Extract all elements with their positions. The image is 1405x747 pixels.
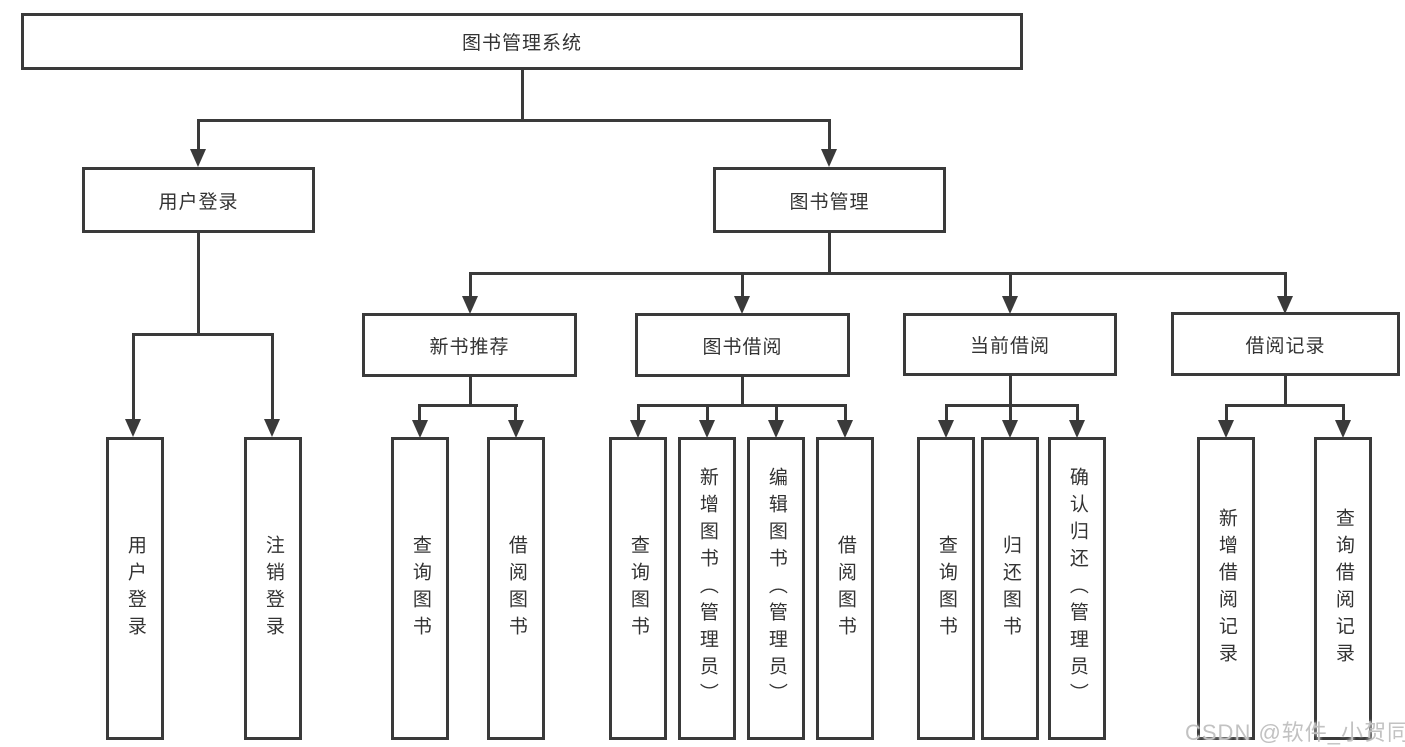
leaf-label: 新增借阅记录 <box>1215 507 1237 670</box>
arrow-down-icon <box>630 420 646 438</box>
arrow-down-icon <box>412 420 428 438</box>
leaf-query-borrow-record: 查询借阅记录 <box>1314 437 1372 740</box>
connector-current-borrow-down <box>1009 376 1012 407</box>
csdn-watermark: CSDN @软件_小贺同学 <box>1185 720 1405 745</box>
node-user-login: 用户登录 <box>82 167 315 233</box>
leaf-query-books-newbooks: 查询图书 <box>391 437 449 740</box>
connector-level3-rail <box>469 272 1287 275</box>
arrow-down-icon <box>264 419 280 437</box>
connector-leaf-stem <box>514 404 517 422</box>
arrow-down-icon <box>190 149 206 167</box>
connector-book-borrow-rail <box>637 404 847 407</box>
leaf-label: 借阅图书 <box>505 534 527 643</box>
connector-borrow-records-rail <box>1225 404 1345 407</box>
node-current-borrow-label: 当前借阅 <box>969 336 1050 357</box>
leaf-logout: 注销登录 <box>244 437 302 740</box>
arrow-down-icon <box>734 296 750 314</box>
connector-leaf-stem <box>844 404 847 422</box>
connector-leaf-stem <box>1342 404 1345 422</box>
leaf-label: 编辑图书（管理员） <box>765 467 787 710</box>
connector-leaf-stem <box>1225 404 1228 422</box>
connector-leaf-stem <box>132 333 135 421</box>
node-new-books-label: 新书推荐 <box>429 336 510 358</box>
leaf-label: 确认归还（管理员） <box>1066 467 1088 710</box>
connector-leaf-stem <box>706 404 709 422</box>
connector-current-borrow-stem <box>1009 272 1012 297</box>
connector-leaf-stem <box>945 404 948 422</box>
arrow-down-icon <box>768 420 784 438</box>
connector-book-mgmt-down <box>828 233 831 275</box>
node-book-borrow: 图书借阅 <box>635 313 850 377</box>
node-new-books: 新书推荐 <box>362 313 577 377</box>
leaf-label: 注销登录 <box>262 534 284 643</box>
arrow-down-icon <box>1335 420 1351 438</box>
leaf-label: 查询图书 <box>627 534 649 643</box>
connector-new-books-stem <box>469 272 472 297</box>
connector-leaf-stem <box>637 404 640 422</box>
connector-user-login-down <box>197 233 200 336</box>
arrow-down-icon <box>837 420 853 438</box>
leaf-add-books-admin: 新增图书（管理员） <box>678 437 736 740</box>
connector-leaf-stem <box>775 404 778 422</box>
connector-leaf-stem <box>271 333 274 421</box>
node-current-borrow: 当前借阅 <box>903 313 1117 376</box>
leaf-label: 查询图书 <box>409 534 431 643</box>
leaf-query-books-borrow: 查询图书 <box>609 437 667 740</box>
connector-leaf-stem <box>1076 404 1079 422</box>
leaf-borrow-books-borrow: 借阅图书 <box>816 437 874 740</box>
connector-leaf-stem <box>1009 404 1012 422</box>
connector-borrow-records-stem <box>1284 272 1287 297</box>
leaf-label: 查询图书 <box>935 534 957 643</box>
arrow-down-icon <box>1069 420 1085 438</box>
leaf-user-login: 用户登录 <box>106 437 164 740</box>
connector-leaf-stem <box>418 404 421 422</box>
node-book-management: 图书管理 <box>713 167 946 233</box>
leaf-label: 查询借阅记录 <box>1332 507 1354 670</box>
connector-user-login-stem <box>197 119 200 151</box>
node-user-login-label: 用户登录 <box>158 191 239 213</box>
leaf-borrow-books-newbooks: 借阅图书 <box>487 437 545 740</box>
leaf-confirm-return-admin: 确认归还（管理员） <box>1048 437 1106 740</box>
arrow-down-icon <box>125 419 141 437</box>
connector-new-books-down <box>469 377 472 407</box>
node-borrow-records: 借阅记录 <box>1171 312 1400 376</box>
node-book-borrow-label: 图书借阅 <box>702 336 783 358</box>
arrow-down-icon <box>821 149 837 167</box>
node-book-management-label: 图书管理 <box>789 191 870 213</box>
arrow-down-icon <box>1218 420 1234 438</box>
node-root: 图书管理系统 <box>21 13 1023 70</box>
arrow-down-icon <box>462 296 478 314</box>
connector-borrow-records-down <box>1284 376 1287 407</box>
connector-new-books-rail <box>418 404 518 407</box>
connector-book-borrow-down <box>741 377 744 407</box>
leaf-add-borrow-record: 新增借阅记录 <box>1197 437 1255 740</box>
leaf-query-books-current: 查询图书 <box>917 437 975 740</box>
connector-root-stem <box>521 69 524 122</box>
leaf-label: 新增图书（管理员） <box>696 467 718 710</box>
connector-book-borrow-stem <box>741 272 744 297</box>
connector-level2-rail <box>197 119 831 122</box>
arrow-down-icon <box>1002 420 1018 438</box>
arrow-down-icon <box>1277 296 1293 314</box>
arrow-down-icon <box>699 420 715 438</box>
connector-current-borrow-rail <box>945 404 1079 407</box>
arrow-down-icon <box>508 420 524 438</box>
node-root-label: 图书管理系统 <box>461 33 582 54</box>
leaf-return-books: 归还图书 <box>981 437 1039 740</box>
leaf-edit-books-admin: 编辑图书（管理员） <box>747 437 805 740</box>
arrow-down-icon <box>938 420 954 438</box>
leaf-label: 归还图书 <box>999 534 1021 643</box>
node-borrow-records-label: 借阅记录 <box>1245 335 1326 357</box>
leaf-label: 用户登录 <box>124 534 146 643</box>
leaf-label: 借阅图书 <box>834 534 856 643</box>
connector-book-mgmt-stem <box>828 119 831 151</box>
arrow-down-icon <box>1002 296 1018 314</box>
connector-user-login-rail <box>132 333 274 336</box>
